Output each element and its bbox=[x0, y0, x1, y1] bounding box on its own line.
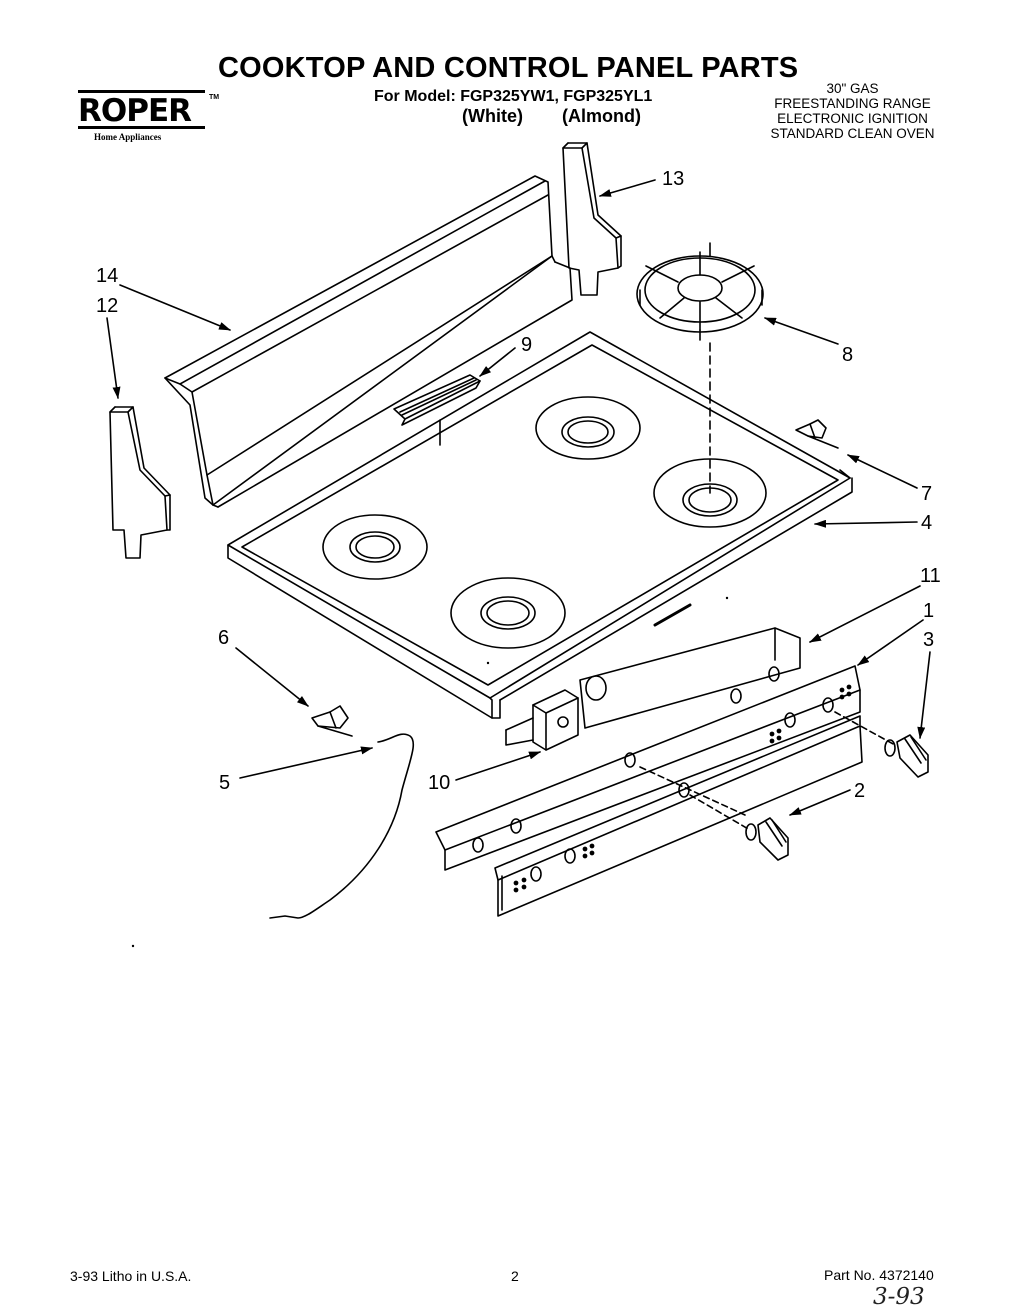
callout-14: 14 bbox=[96, 265, 119, 287]
leader-arrow-6 bbox=[235, 647, 309, 707]
leader-arrow-13 bbox=[599, 179, 656, 197]
spec-line: STANDARD CLEAN OVEN bbox=[770, 126, 935, 141]
backguard-part bbox=[164, 175, 573, 508]
callout-2: 2 bbox=[854, 780, 866, 802]
roper-logo: ROPER TM Home Appliances bbox=[78, 90, 219, 142]
leader-arrow-12 bbox=[106, 317, 121, 399]
leader-arrow-3 bbox=[917, 651, 931, 739]
callout-9: 9 bbox=[521, 334, 533, 356]
scan-speck bbox=[486, 661, 490, 665]
valve-part bbox=[505, 689, 579, 751]
part-number: Part No. 4372140 bbox=[824, 1267, 934, 1283]
leader-arrow-5 bbox=[239, 746, 373, 779]
scan-speck bbox=[131, 944, 135, 948]
leader-arrow-14 bbox=[119, 284, 231, 331]
knob-part bbox=[884, 734, 929, 778]
leader-arrow-4 bbox=[814, 519, 918, 528]
control-panel-bracket-part bbox=[435, 665, 861, 871]
callout-12: 12 bbox=[96, 295, 119, 317]
left-end-cap-part bbox=[109, 406, 171, 559]
page-number: 2 bbox=[511, 1268, 519, 1284]
leader-arrow-11 bbox=[809, 585, 921, 643]
control-panel-face-part bbox=[494, 684, 863, 917]
scan-speck bbox=[725, 596, 729, 600]
ignition-wire-part bbox=[269, 733, 415, 919]
callout-1: 1 bbox=[923, 600, 935, 622]
knob-alignment-line-2b bbox=[689, 794, 751, 831]
callout-13: 13 bbox=[662, 168, 685, 190]
knob-alignment-line-2 bbox=[639, 766, 746, 816]
leader-arrow-2 bbox=[789, 789, 851, 816]
callout-5: 5 bbox=[219, 772, 231, 794]
knob-alignment-line-3 bbox=[834, 711, 896, 746]
brand-trademark: TM bbox=[209, 94, 220, 101]
leader-arrow-9 bbox=[479, 347, 516, 377]
brand-subtitle: Home Appliances bbox=[94, 132, 162, 142]
footer-date-litho: 3-93 Litho in U.S.A. bbox=[70, 1268, 192, 1284]
callout-10: 10 bbox=[428, 772, 451, 794]
manifold-panel-part bbox=[579, 627, 801, 729]
leader-arrow-8 bbox=[764, 317, 839, 345]
color-almond-label: (Almond) bbox=[562, 106, 641, 126]
handwritten-date: 3-93 bbox=[873, 1284, 925, 1310]
page-title: COOKTOP AND CONTROL PANEL PARTS bbox=[218, 52, 799, 84]
callout-4: 4 bbox=[921, 512, 933, 534]
leader-arrow-10 bbox=[455, 751, 541, 781]
spec-line: FREESTANDING RANGE bbox=[774, 96, 931, 111]
burner-grate-part bbox=[636, 242, 764, 341]
leader-arrow-1 bbox=[857, 619, 924, 666]
electrode-part bbox=[311, 705, 353, 737]
spec-line: 30" GAS bbox=[826, 81, 879, 96]
spec-line: ELECTRONIC IGNITION bbox=[777, 111, 928, 126]
callout-11: 11 bbox=[920, 565, 941, 587]
callout-6: 6 bbox=[218, 627, 230, 649]
range-specification: 30" GAS FREESTANDING RANGE ELECTRONIC IG… bbox=[745, 81, 960, 141]
callout-8: 8 bbox=[842, 344, 854, 366]
knob-part bbox=[745, 817, 789, 861]
electrode-part bbox=[795, 419, 839, 449]
color-white-label: (White) bbox=[462, 106, 523, 126]
callout-3: 3 bbox=[923, 629, 935, 651]
leader-arrow-7 bbox=[847, 454, 918, 489]
right-end-cap-part bbox=[562, 142, 622, 296]
cooktop-part bbox=[227, 331, 853, 719]
callout-7: 7 bbox=[921, 483, 933, 505]
brand-wordmark: ROPER bbox=[78, 93, 192, 129]
vent-grille-part bbox=[393, 374, 481, 426]
model-numbers: For Model: FGP325YW1, FGP325YL1 bbox=[374, 88, 653, 105]
